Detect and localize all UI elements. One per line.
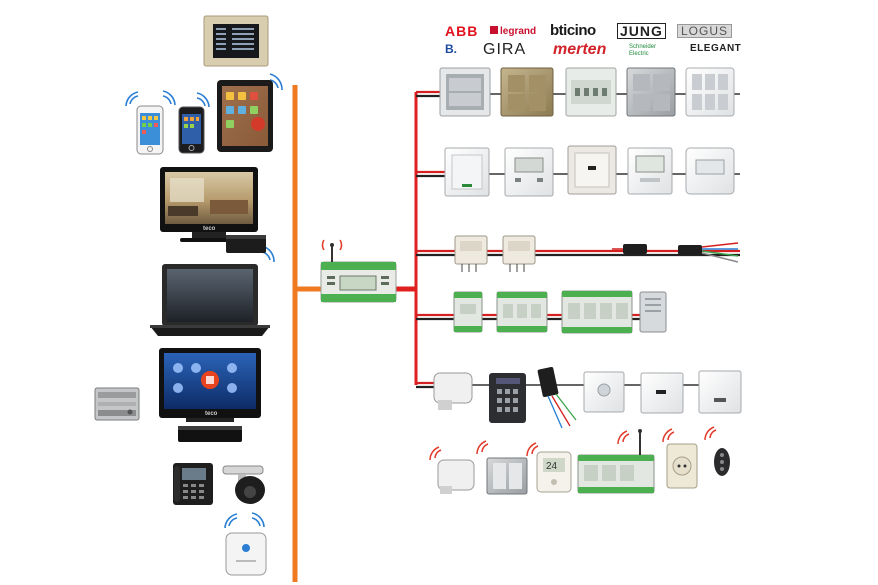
- touch-screen-monitor: teco: [159, 348, 261, 422]
- din-module-2: [496, 291, 548, 333]
- brand-b: B.: [445, 42, 457, 56]
- thermostat-2: [567, 145, 617, 195]
- wall-touch-panel: [203, 15, 269, 67]
- tablet: [217, 80, 273, 152]
- switch-plate-3: [565, 67, 617, 117]
- inline-sensor: [537, 367, 577, 429]
- flush-actuator-1: [454, 235, 488, 272]
- ip-camera: [222, 465, 265, 504]
- brand-legrand-label: legrand: [500, 26, 537, 37]
- central-controller: [320, 239, 397, 303]
- brand-gira: GIRA: [483, 41, 527, 58]
- sensor-row-2: [444, 145, 735, 197]
- thermostat-1: [504, 147, 554, 197]
- sensor-row-5: [433, 367, 742, 429]
- motion-sensor: [583, 371, 625, 413]
- monitor-brand-label: teco: [205, 411, 218, 417]
- radiator-valve: [433, 372, 473, 410]
- switch-plate-2: [500, 67, 554, 117]
- thermostat-display-value: 24: [546, 461, 558, 472]
- din-module-4: [639, 291, 667, 333]
- wall-sensor-2: [640, 372, 684, 414]
- inline-module-2: [678, 242, 739, 263]
- media-box: [178, 426, 242, 442]
- remote-control: [714, 448, 730, 476]
- wireless-access-point: [225, 532, 267, 576]
- set-top-box: [226, 235, 266, 253]
- thermostat-4: [685, 147, 735, 195]
- red-bus: [396, 92, 418, 385]
- brand-abb: ABB: [445, 23, 479, 39]
- switch-plate-1: [439, 67, 491, 117]
- keypad: [489, 373, 526, 423]
- wireless-socket: [666, 443, 698, 489]
- switch-plate-4: [626, 67, 676, 117]
- flush-actuator-2: [502, 235, 536, 272]
- wifi-signals: [125, 73, 283, 529]
- brand-jung: JUNG: [617, 23, 666, 39]
- wireless-radiator-valve: [437, 459, 475, 494]
- actuator-row-3: [454, 235, 739, 272]
- wall-switch-white: [444, 147, 490, 197]
- smartphone-white: [136, 105, 164, 155]
- laptop: [150, 264, 270, 336]
- inline-module-1: [612, 244, 647, 254]
- brand-elegant: ELEGANT: [690, 43, 742, 54]
- av-receiver: [94, 387, 140, 421]
- din-module-3: [561, 290, 633, 334]
- brand-bticino: bticino: [550, 22, 596, 39]
- din-row-4: [453, 290, 667, 334]
- thermostat-3: [627, 147, 673, 195]
- switch-plate-5: [685, 67, 735, 117]
- brand-merten: merten: [553, 41, 607, 58]
- orange-bus: [292, 85, 321, 582]
- brand-legrand: legrand: [490, 26, 536, 37]
- wireless-switch: [486, 457, 528, 495]
- ip-phone: [173, 463, 213, 505]
- television: teco: [160, 167, 258, 242]
- wireless-din-module: [577, 429, 655, 494]
- legrand-mark-icon: [490, 26, 498, 34]
- brand-logus: LOGUS: [677, 24, 733, 38]
- switch-row-1: [439, 67, 735, 117]
- rf-signals: [429, 426, 717, 461]
- wireless-row-6: 24: [429, 426, 730, 495]
- brand-schneider: Schneider Electric: [629, 44, 657, 57]
- smartphone-black: [178, 106, 205, 154]
- tv-brand-label: teco: [203, 226, 216, 232]
- din-module-1: [453, 291, 483, 333]
- wireless-thermostat: 24: [536, 451, 572, 493]
- wall-sensor-3: [698, 370, 742, 414]
